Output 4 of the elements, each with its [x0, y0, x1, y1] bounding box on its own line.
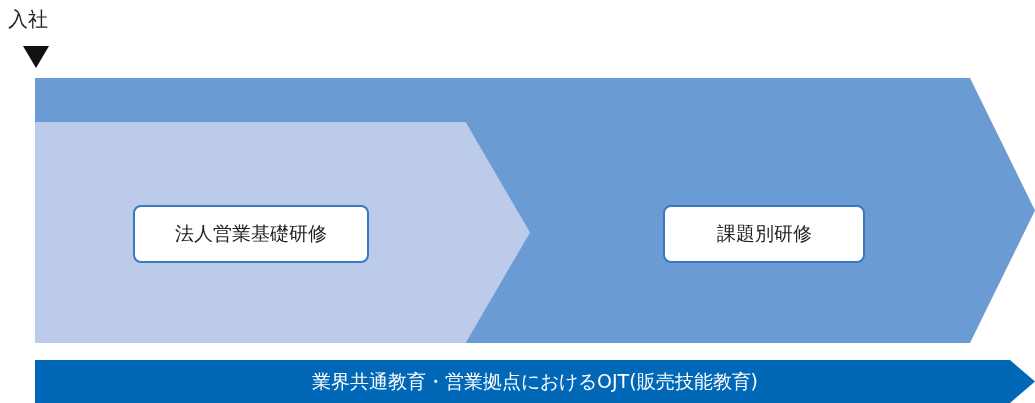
course-box: 課題別研修 — [663, 205, 865, 263]
course-box: 法人営業基礎研修 — [133, 205, 369, 263]
milestone-label: 入社 — [8, 6, 48, 33]
band-label: 業界共通教育・営業拠点におけるOJT(販売技能教育) — [312, 368, 758, 394]
